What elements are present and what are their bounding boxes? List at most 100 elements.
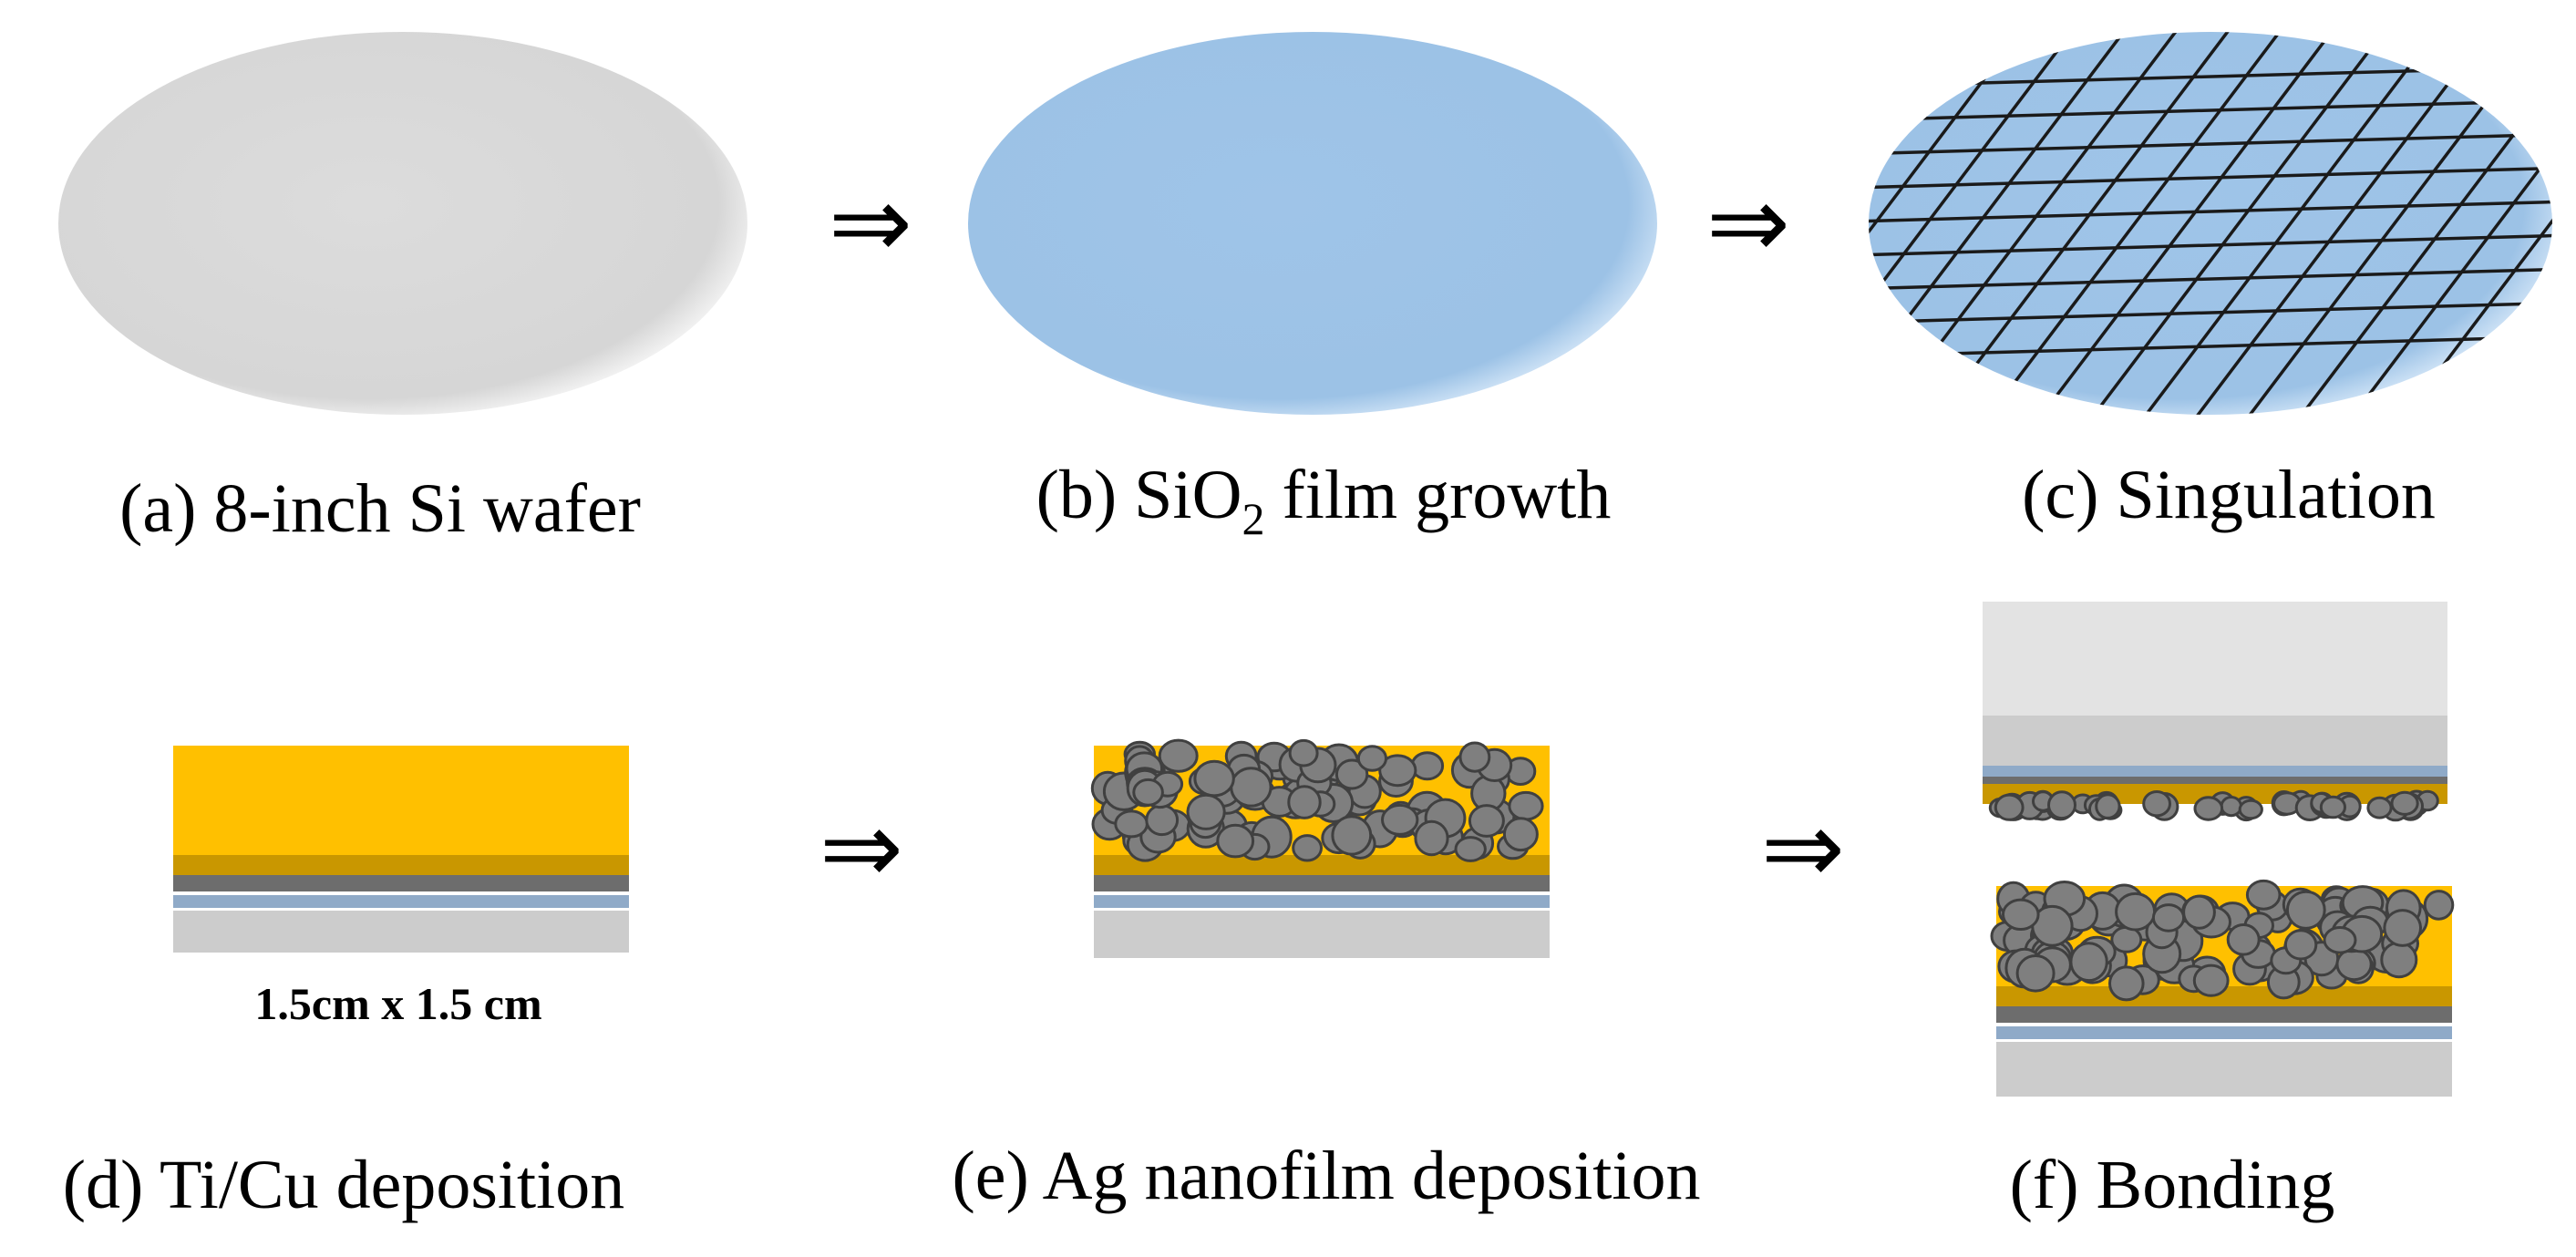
ag-nanoparticle (1114, 809, 1149, 839)
ag-nanoparticle (2002, 898, 2040, 931)
ag-nanoparticle (1334, 758, 1369, 790)
ag-nanoparticle (2108, 965, 2145, 1002)
ag-nanoparticle (2047, 790, 2076, 820)
bonding-bottom-chip (1990, 879, 2455, 1097)
ag-nanoparticle (2319, 795, 2346, 819)
cu-layer (173, 746, 629, 855)
ag-nanoparticle (1378, 754, 1417, 788)
ag-nanoparticle (2366, 796, 2393, 819)
dicing-line-horizontal (1869, 335, 2552, 358)
ag-nanoparticle (2285, 890, 2326, 930)
ag-nanoparticle (2115, 891, 2157, 932)
sio2-layer (1094, 895, 1550, 908)
ag-nanoparticle (1186, 793, 1226, 830)
caption-f: (f) Bonding (2010, 1147, 2335, 1223)
arrow-a-b: ⇒ (829, 164, 912, 281)
dicing-line-horizontal (1869, 98, 2552, 122)
dicing-line-horizontal (1869, 166, 2552, 190)
dicing-line-horizontal (1869, 267, 2552, 291)
ag-nanoparticle (1381, 803, 1419, 836)
si-substrate (173, 911, 629, 953)
ag-nanoparticle (2423, 890, 2455, 921)
si-substrate-top-lower (1983, 716, 2447, 766)
ag-nanoparticle (2095, 793, 2121, 819)
cu-lower-layer (173, 855, 629, 875)
dicing-line-horizontal (1869, 233, 2552, 257)
ti-layer (1996, 1006, 2452, 1023)
dicing-line-diagonal (1978, 32, 2292, 415)
sio2-coated-wafer (968, 32, 1657, 415)
caption-e: (e) Ag nanofilm deposition (952, 1138, 1700, 1214)
dicing-line-diagonal (2030, 32, 2344, 415)
ti-layer (1094, 875, 1550, 891)
dicing-line-horizontal (1869, 200, 2552, 223)
gap-layer-2 (1094, 908, 1550, 911)
gap-layer (173, 891, 629, 895)
ag-nanoparticle (1145, 804, 1180, 837)
ag-nanoparticle (2245, 879, 2282, 911)
ag-nanoparticle (2151, 903, 2186, 932)
ag-nanoparticle (2390, 790, 2419, 816)
arrow-e-f: ⇒ (1761, 789, 1845, 906)
dicing-line-diagonal (2342, 32, 2552, 415)
ag-nanoparticle (2182, 894, 2216, 930)
ag-nanoparticle (1356, 745, 1388, 772)
dicing-grid (1869, 32, 2552, 415)
dicing-line-diagonal (1869, 32, 2032, 415)
dicing-line-diagonal (2550, 32, 2552, 415)
ag-nanoparticle (1216, 823, 1255, 859)
ag-nanoparticle (1331, 815, 1373, 856)
ag-nanoparticle (1468, 804, 1505, 838)
dicing-line-diagonal (1869, 32, 2084, 415)
sio2-layer (1996, 1026, 2452, 1039)
ag-nanoparticle (1502, 817, 1539, 852)
ag-nanoparticle (2220, 796, 2243, 818)
ti-cu-stack (173, 746, 629, 953)
ag-nanoparticle (1508, 790, 1544, 821)
dicing-line-diagonal (2394, 32, 2552, 415)
ag-nanoparticle (1287, 785, 1322, 819)
si-substrate-top (1983, 602, 2447, 716)
si-substrate (1094, 911, 1550, 958)
gap-layer-2 (173, 908, 629, 911)
ag-nanoparticle (1454, 836, 1487, 862)
cu-lower-layer (1094, 855, 1550, 875)
ag-nanoparticle (2192, 963, 2230, 997)
dicing-line-diagonal (1926, 32, 2240, 415)
ti-layer (173, 875, 629, 891)
ag-nanoparticle (1132, 778, 1164, 807)
dicing-line-diagonal (2082, 32, 2396, 415)
ag-nanoparticle (1458, 741, 1491, 773)
caption-b-post: film growth (1264, 457, 1611, 533)
ag-nanoparticle (1414, 819, 1449, 857)
si-substrate (1996, 1042, 2452, 1097)
ag-nanoparticle (2069, 942, 2108, 983)
si-wafer (58, 32, 747, 415)
ag-nanoparticles-top (1988, 789, 2439, 822)
dicing-line-diagonal (2134, 32, 2447, 415)
ag-nanoparticles (1090, 738, 1544, 862)
dicing-line-diagonal (2186, 32, 2499, 415)
arrow-d-e: ⇒ (819, 789, 903, 906)
ag-nanoparticle (1410, 751, 1445, 781)
caption-b: (b) SiO2 film growth (1036, 457, 1612, 544)
ag-nanoparticle (2142, 790, 2172, 818)
ag-nanoparticle (2226, 923, 2261, 956)
ag-nanoparticle (2323, 926, 2357, 954)
ag-nanoparticle (1158, 738, 1199, 773)
ag-nanoparticle (1994, 793, 2025, 821)
ag-nanoparticle (1193, 759, 1235, 798)
ti-layer (1983, 777, 2447, 784)
sio2-layer (173, 895, 629, 908)
ag-nanofilm-stack (1090, 738, 1550, 958)
gap-layer-2 (1996, 1039, 2452, 1042)
dimension-label: 1.5cm x 1.5 cm (254, 978, 541, 1029)
ag-nanoparticle (2193, 796, 2224, 821)
sio2-layer (1983, 766, 2447, 777)
gap-layer (1094, 891, 1550, 895)
ag-nanoparticle (2383, 909, 2422, 947)
ag-nanoparticle (1288, 738, 1319, 768)
caption-b-pre: (b) SiO (1036, 457, 1242, 533)
caption-a: (a) 8-inch Si wafer (119, 470, 641, 547)
